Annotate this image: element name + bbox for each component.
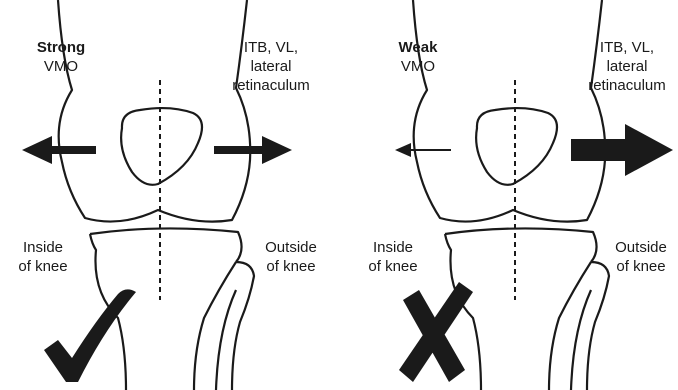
muscle-strength-label: Strong (30, 38, 92, 57)
strong-vmo-label: Strong VMO (30, 38, 92, 76)
muscle-label: VMO (30, 57, 92, 76)
cross-mark-icon (399, 282, 473, 382)
lateral-structures-label: ITB, VL, lateral retinaculum (578, 38, 676, 95)
outside-of-knee-label: Outside of knee (606, 238, 676, 276)
weak-vmo-label: Weak VMO (390, 38, 446, 76)
inside-of-knee-label: Inside of knee (10, 238, 76, 276)
lateral-pull-arrow (214, 136, 292, 164)
inside-of-knee-label: Inside of knee (360, 238, 426, 276)
medial-pull-arrow (395, 143, 451, 157)
lateral-structures-label: ITB, VL, lateral retinaculum (222, 38, 320, 95)
muscle-strength-label: Weak (390, 38, 446, 57)
outside-of-knee-label: Outside of knee (254, 238, 328, 276)
muscle-label: VMO (390, 57, 446, 76)
lateral-pull-arrow (571, 124, 673, 176)
